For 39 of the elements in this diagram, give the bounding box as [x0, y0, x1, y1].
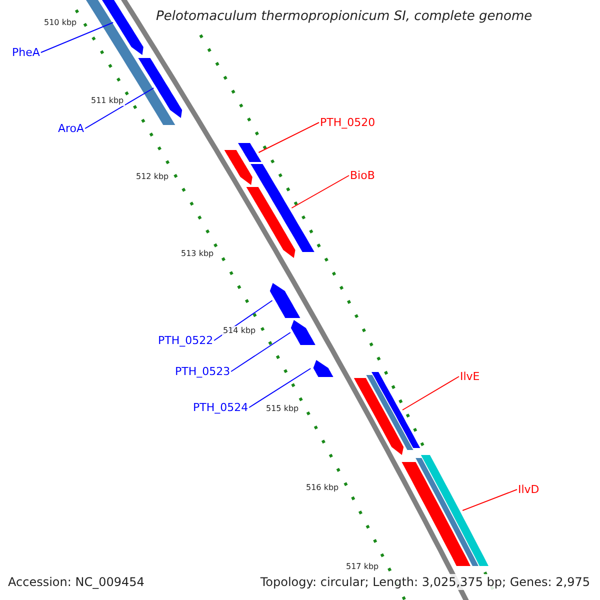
leader-line — [402, 376, 460, 410]
leader-line — [40, 22, 114, 53]
gene-label: IlvE — [460, 371, 480, 382]
leader-line — [462, 489, 518, 511]
leader-line — [258, 122, 320, 153]
tick-label: 510 kbp — [43, 18, 78, 28]
gene-bar — [366, 375, 414, 450]
tick-label: 512 kbp — [135, 172, 170, 182]
tick-label: 513 kbp — [180, 249, 215, 259]
gene-feature — [270, 283, 300, 318]
gene-label: AroA — [58, 123, 84, 134]
gene-bar — [416, 458, 478, 566]
gene-label: BioB — [350, 170, 375, 181]
gene-feature — [290, 320, 316, 345]
leader-line — [248, 368, 312, 408]
gene-bar — [238, 143, 262, 162]
gene-label: IlvD — [518, 484, 540, 495]
leader-line — [84, 88, 154, 129]
gene-feature — [138, 58, 182, 118]
tick-label: 514 kbp — [222, 326, 257, 336]
gene-feature — [246, 187, 296, 258]
gene-bar — [372, 372, 420, 448]
gene-feature — [313, 360, 334, 377]
gene-feature — [224, 150, 252, 185]
leader-line — [291, 175, 350, 208]
gene-feature — [354, 378, 404, 455]
gene-bar — [250, 164, 314, 252]
gene-label: PTH_0523 — [175, 366, 230, 377]
gene-bar — [402, 462, 470, 566]
gene-label: PheA — [12, 47, 40, 58]
tick-label: 515 kbp — [265, 404, 300, 414]
tick-label: 517 kbp — [345, 562, 380, 572]
gene-label: PTH_0524 — [193, 402, 248, 413]
leader-line — [230, 332, 291, 372]
gene-bar — [420, 455, 488, 566]
gene-label: PTH_0520 — [320, 117, 376, 128]
gene-label: PTH_0522 — [158, 335, 214, 346]
tick-label: 516 kbp — [305, 483, 340, 493]
tick-label: 511 kbp — [90, 96, 125, 106]
